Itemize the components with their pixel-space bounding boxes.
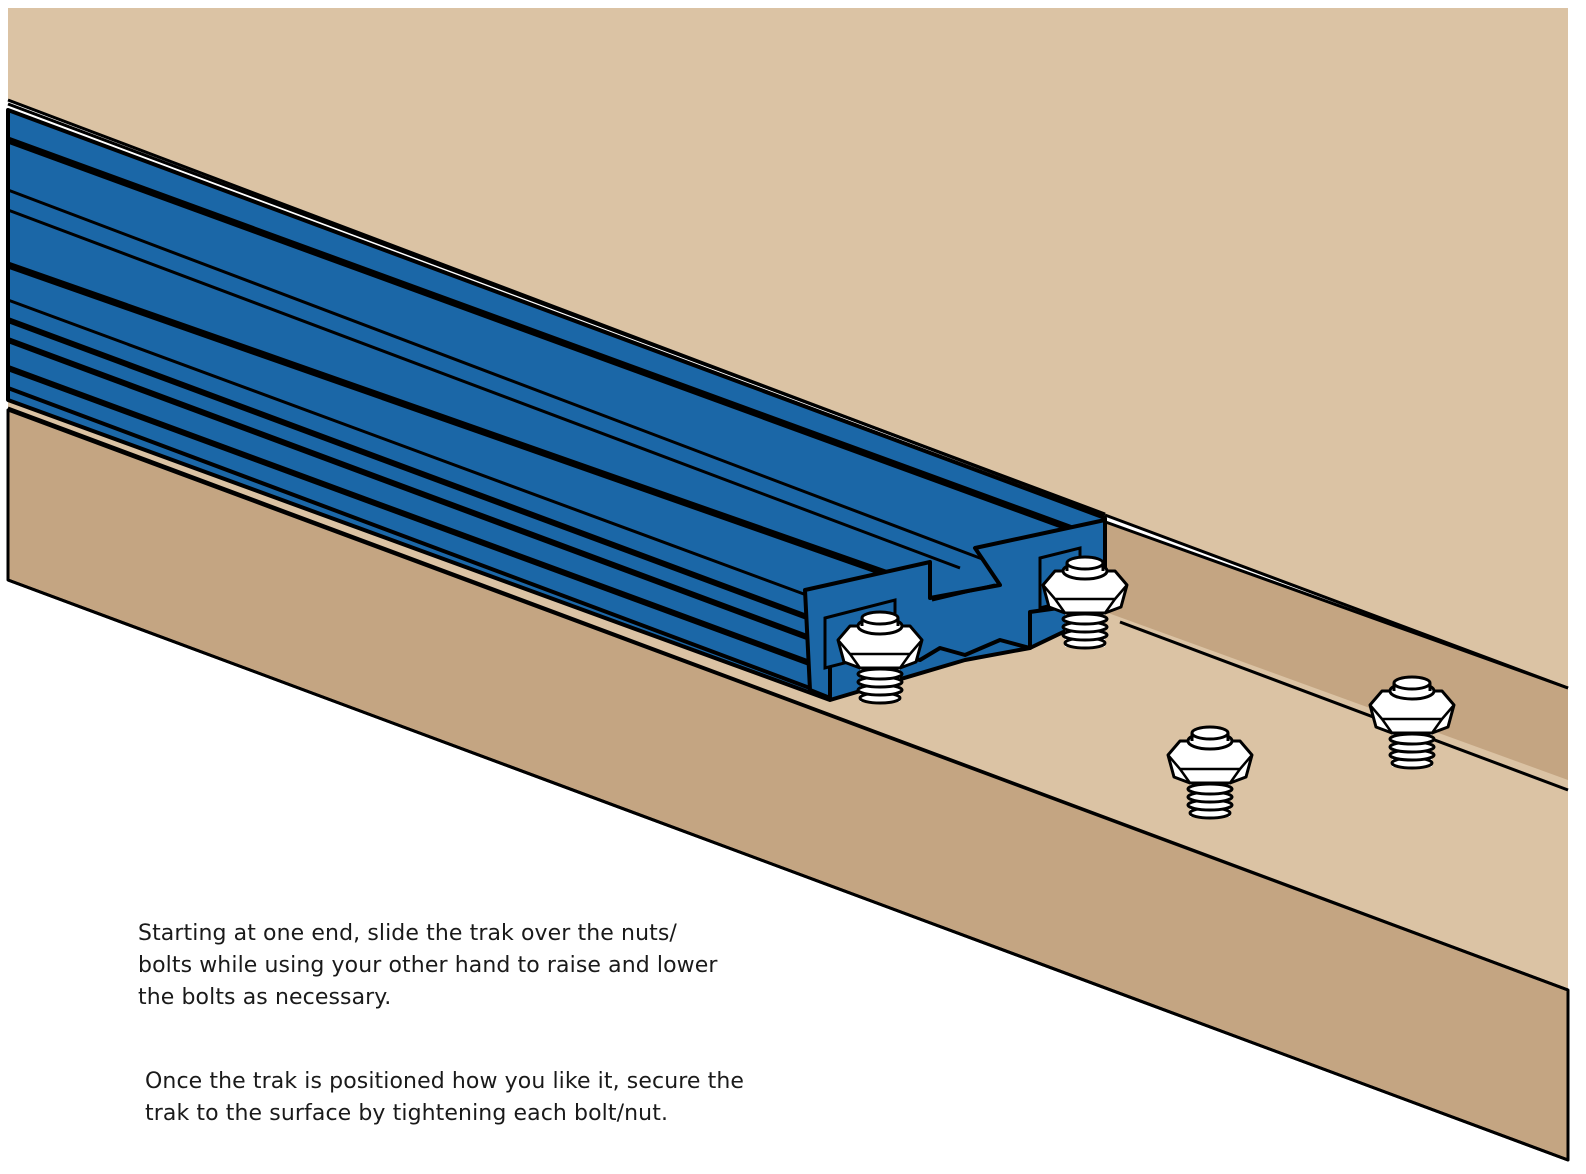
- instruction-step-2: Once the trak is positioned how you like…: [145, 1066, 744, 1130]
- instruction-line: Once the trak is positioned how you like…: [145, 1066, 744, 1098]
- instruction-line: the bolts as necessary.: [138, 982, 718, 1014]
- instruction-line: bolts while using your other hand to rai…: [138, 950, 718, 982]
- instruction-line: trak to the surface by tightening each b…: [145, 1098, 744, 1130]
- instruction-line: Starting at one end, slide the trak over…: [138, 918, 718, 950]
- instruction-step-1: Starting at one end, slide the trak over…: [138, 918, 718, 1014]
